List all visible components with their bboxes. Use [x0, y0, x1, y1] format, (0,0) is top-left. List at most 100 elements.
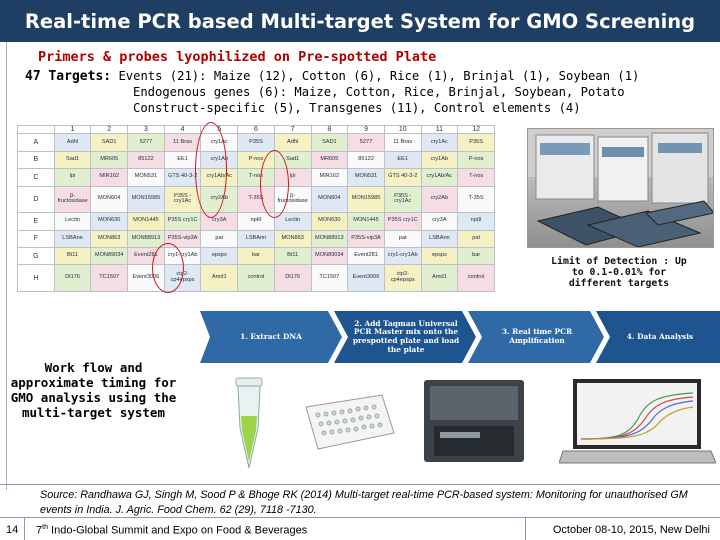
primers-heading: Primers & probes lyophilized on Pre-spot…: [38, 49, 437, 65]
plate-well: P35S - cry1Ac: [163, 185, 202, 214]
plate-well: Bt11: [53, 246, 92, 266]
plate-well: Amd1: [200, 264, 239, 292]
plate-well: LSBAnn: [53, 229, 92, 249]
well-plate-image: [305, 394, 395, 450]
plate-row-header: B: [17, 150, 55, 170]
limit-of-detection: Limit of Detection : Up to 0.1-0.01% for…: [551, 256, 687, 289]
plate-well: MON15985: [347, 185, 385, 214]
plate-well: cry1Ab/Ac: [420, 168, 459, 187]
footer: 14 7th Indo-Global Summit and Expo on Fo…: [0, 517, 720, 540]
workflow-caption: Work flow and approximate timing for GMO…: [10, 360, 177, 420]
plate-well: epsps: [200, 246, 239, 266]
plate-well: P-nos: [457, 150, 495, 170]
plate-well: T-nos: [457, 168, 495, 187]
targets-line: 47 Targets: Events (21): Maize (12), Cot…: [25, 69, 639, 84]
plate-column-header: 3: [127, 124, 165, 135]
plate-well: MIR162: [310, 168, 349, 187]
plate-well: P35S - cry1Ac: [383, 185, 422, 214]
plate-well: MON1445: [127, 212, 165, 231]
plate-well: β-fructosidase: [53, 185, 92, 214]
plate-well: LSBAnn: [420, 229, 459, 249]
plate-well: nptII: [457, 212, 495, 231]
plate-well: Event3006: [347, 264, 385, 292]
kit-photo: [527, 128, 714, 248]
plate-well: nptII: [237, 212, 275, 231]
plate-well: cry1-cry1Ab: [383, 246, 422, 266]
source-citation: Source: Randhawa GJ, Singh M, Sood P & B…: [40, 489, 688, 516]
highlight-ring-col4: [152, 243, 184, 293]
highlight-ring-col6: [260, 150, 289, 218]
targets-events: Events (21): Maize (12), Cotton (6), Ric…: [118, 69, 640, 83]
plate-well: Bt11: [273, 246, 312, 266]
plate-column-header: 1: [53, 124, 92, 135]
plate-well: control: [457, 264, 495, 292]
plate-well: T-35S: [457, 185, 495, 214]
plate-well: MON604: [90, 185, 129, 214]
plate-well: MON88913: [310, 229, 349, 249]
plate-well: Sad1: [53, 150, 92, 170]
plate-row-header: D: [17, 185, 55, 214]
plate-well: Event281: [347, 246, 385, 266]
plate-well: pat: [200, 229, 239, 249]
targets-label: 47 Targets:: [25, 69, 112, 84]
plate-well: control: [237, 264, 275, 292]
plate-column-header: 10: [383, 124, 422, 135]
event-ordinal-suffix: th: [42, 524, 48, 531]
plate-well: MON863: [273, 229, 312, 249]
event-date: October 08-10, 2015, New Delhi: [552, 524, 710, 536]
footer-separator: [24, 518, 25, 540]
highlight-ring-col5: [195, 122, 227, 218]
plate-well: MON630: [90, 212, 129, 231]
slide-title-bar: Real-time PCR based Multi-target System …: [0, 0, 720, 42]
plate-well: Lectin: [53, 212, 92, 231]
plate-corner: [17, 124, 55, 135]
plate-well: bar: [457, 246, 495, 266]
sample-tube-image: [235, 377, 263, 469]
plate-well: epsps: [420, 246, 459, 266]
plate-well: 85122: [127, 150, 165, 170]
plate-well: lpi: [53, 168, 92, 187]
plate-well: GTS 40-3-2: [383, 168, 422, 187]
event-ordinal: 7: [36, 524, 43, 537]
plate-well: ctp2-cp4epsps: [383, 264, 422, 292]
event-name: 7th Indo-Global Summit and Expo on Food …: [36, 524, 307, 537]
plate-column-header: 7: [273, 124, 312, 135]
workflow-arrows: 1. Extract DNA 2. Add Taqman Universal P…: [200, 308, 720, 366]
plate-column-header: 2: [90, 124, 129, 135]
slide-number: 14: [6, 524, 19, 536]
plate-well: pat: [383, 229, 422, 249]
footer-separator-right: [525, 518, 526, 540]
plate-well: MON604: [310, 185, 349, 214]
plate-well: 5277: [127, 133, 165, 152]
plate-column-header: 4: [163, 124, 202, 135]
plate-well: MON15985: [127, 185, 165, 214]
plate-well: 11 Bras: [163, 133, 202, 152]
slide-title: Real-time PCR based Multi-target System …: [24, 9, 696, 33]
plate-well: SAD1: [90, 133, 129, 152]
plate-well: P35S: [457, 133, 495, 152]
plate-well: bar: [237, 246, 275, 266]
plate-well: LSBAnn: [237, 229, 275, 249]
plate-well: MON1445: [347, 212, 385, 231]
plate-well: Adhl: [273, 133, 312, 152]
plate-well: cry3A: [420, 212, 459, 231]
plate-well: MON863: [90, 229, 129, 249]
plate-well: SAD1: [310, 133, 349, 152]
plate-well: TC1507: [310, 264, 349, 292]
plate-well: MR605: [90, 150, 129, 170]
plate-well: MON88913: [127, 229, 165, 249]
plate-well: EE1: [383, 150, 422, 170]
plate-well: P35S cry1C: [383, 212, 422, 231]
plate-column-header: 9: [347, 124, 385, 135]
plate-well: TC1507: [90, 264, 129, 292]
plate-well: P35S: [237, 133, 275, 152]
plate-well: MON531: [127, 168, 165, 187]
plate-well: 85122: [347, 150, 385, 170]
left-divider: [6, 42, 7, 490]
